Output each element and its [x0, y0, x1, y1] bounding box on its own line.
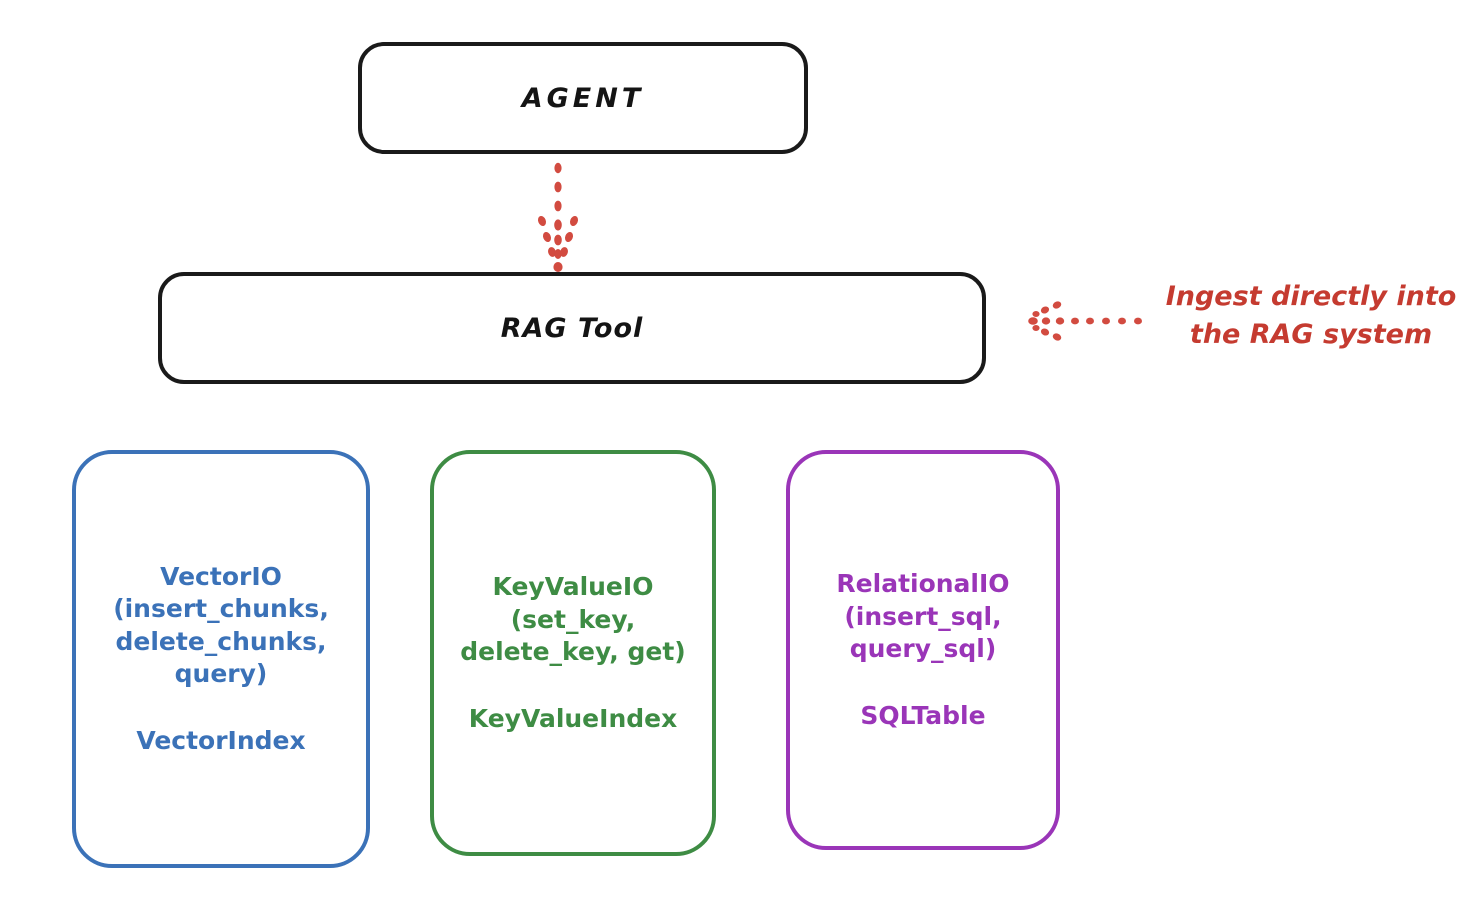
- node-rag-tool[interactable]: RAG Tool: [158, 272, 986, 384]
- node-agent-label: AGENT: [521, 82, 645, 114]
- node-vector-io-title: VectorIO (insert_chunks, delete_chunks, …: [113, 561, 329, 689]
- node-relational-io-title: RelationalIO (insert_sql, query_sql): [836, 569, 1010, 663]
- node-vector-io[interactable]: VectorIO (insert_chunks, delete_chunks, …: [72, 450, 370, 868]
- dotted-arrow-left-icon: [1028, 301, 1142, 341]
- node-key-value-io-title: KeyValueIO (set_key, delete_key, get): [460, 572, 686, 666]
- node-key-value-io-subtitle: KeyValueIndex: [468, 703, 678, 733]
- node-agent[interactable]: AGENT: [358, 42, 808, 154]
- node-rag-tool-label: RAG Tool: [500, 312, 644, 344]
- annotation-ingest-note: Ingest directly into the RAG system: [1165, 281, 1457, 351]
- dotted-arrow-down-icon: [537, 162, 579, 272]
- node-relational-io-subtitle: SQLTable: [860, 700, 986, 730]
- node-relational-io[interactable]: RelationalIO (insert_sql, query_sql) SQL…: [786, 450, 1060, 850]
- node-key-value-io[interactable]: KeyValueIO (set_key, delete_key, get) Ke…: [430, 450, 716, 856]
- node-vector-io-subtitle: VectorIndex: [136, 725, 306, 755]
